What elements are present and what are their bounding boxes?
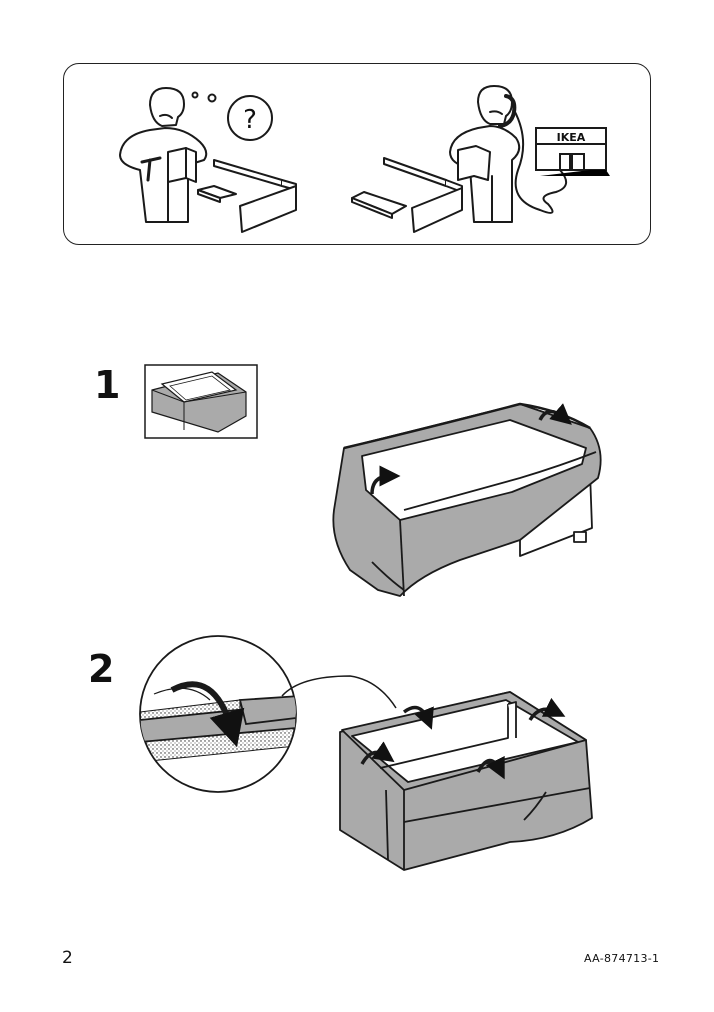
- ikea-sign-text: IKEA: [557, 131, 586, 144]
- furniture-parts-left: [197, 159, 297, 233]
- step-number-2: 2: [88, 647, 115, 691]
- step2-detail-circle: [139, 635, 397, 793]
- furniture-parts-right: [351, 157, 463, 233]
- ikea-store-icon: IKEA: [535, 127, 610, 176]
- calling-person-illustration: [449, 85, 567, 223]
- page-number: 2: [62, 948, 73, 968]
- confused-person-illustration: [119, 87, 217, 223]
- question-mark: ?: [243, 105, 257, 135]
- step1-thumbnail: [144, 364, 258, 439]
- question-bubble: ?: [227, 95, 273, 141]
- step1-illustration: [332, 402, 602, 597]
- step-number-1: 1: [94, 363, 121, 407]
- document-id: AA-874713-1: [584, 952, 660, 965]
- step2-illustration: [339, 691, 593, 871]
